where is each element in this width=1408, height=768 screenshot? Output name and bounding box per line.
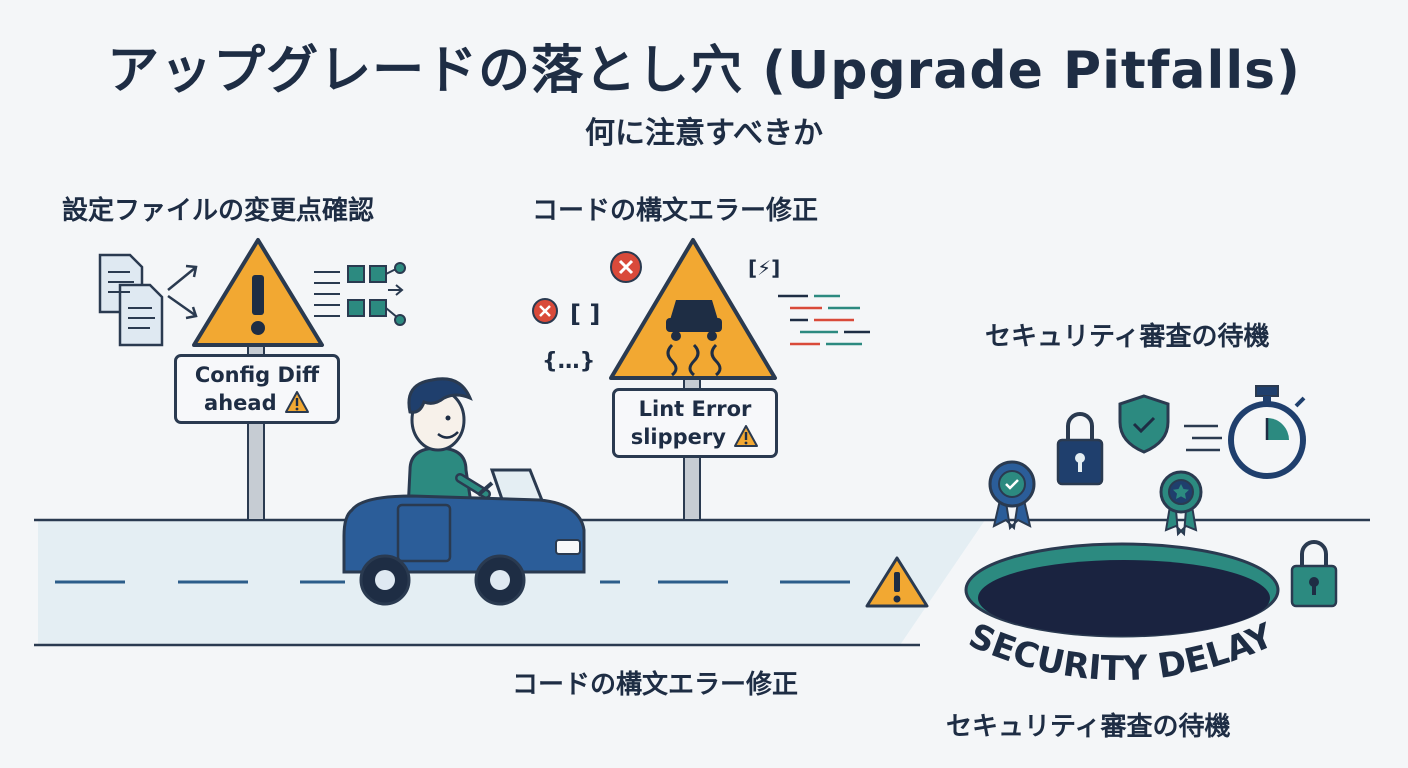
security-heading: セキュリティ審査の待機 (985, 322, 1270, 352)
shield-check-icon (1118, 394, 1170, 454)
road-caption: コードの構文エラー修正 (512, 670, 799, 700)
config-warning-icon (192, 238, 324, 347)
config-diff-sign: Config Diff ahead (174, 354, 340, 424)
slippery-road-warning-icon (609, 238, 777, 380)
lint-sign-line2: slippery (630, 425, 726, 449)
star-badge-icon (1159, 470, 1203, 537)
config-sign-line1: Config Diff (194, 363, 320, 387)
config-sign-line2: ahead (204, 391, 277, 415)
lint-error-sign: Lint Error slippery (612, 388, 778, 458)
security-caption: セキュリティ審査の待機 (946, 712, 1231, 742)
lock-icon (1056, 412, 1104, 486)
code-lines-icon (778, 294, 870, 346)
stopwatch-icon (1184, 385, 1306, 479)
lightning-bracket-symbol: [⚡] (748, 256, 780, 280)
page-title: アップグレードの落とし穴 (Upgrade Pitfalls) (107, 41, 1301, 101)
award-badge-icon (988, 460, 1036, 531)
lock-icon-small (1290, 540, 1338, 608)
error-x-icon-small (532, 298, 558, 324)
lint-heading: コードの構文エラー修正 (532, 196, 819, 226)
braces-symbol: {…} (542, 349, 595, 374)
car (342, 468, 586, 606)
error-x-icon (610, 251, 642, 283)
page-subtitle: 何に注意すべきか (585, 116, 823, 151)
small-warning-icon (284, 391, 309, 413)
diff-arrows-icon (167, 264, 198, 320)
config-heading: 設定ファイルの変更点確認 (62, 196, 375, 226)
lint-sign-line1: Lint Error (638, 397, 752, 421)
driver-person (406, 377, 491, 512)
small-warning-icon (734, 425, 759, 447)
document-icon (98, 253, 164, 347)
bracket-symbol: [ ] (570, 300, 600, 328)
road-warning-icon (865, 556, 929, 608)
merge-blocks-icon (314, 262, 406, 326)
security-pothole (964, 542, 1280, 638)
